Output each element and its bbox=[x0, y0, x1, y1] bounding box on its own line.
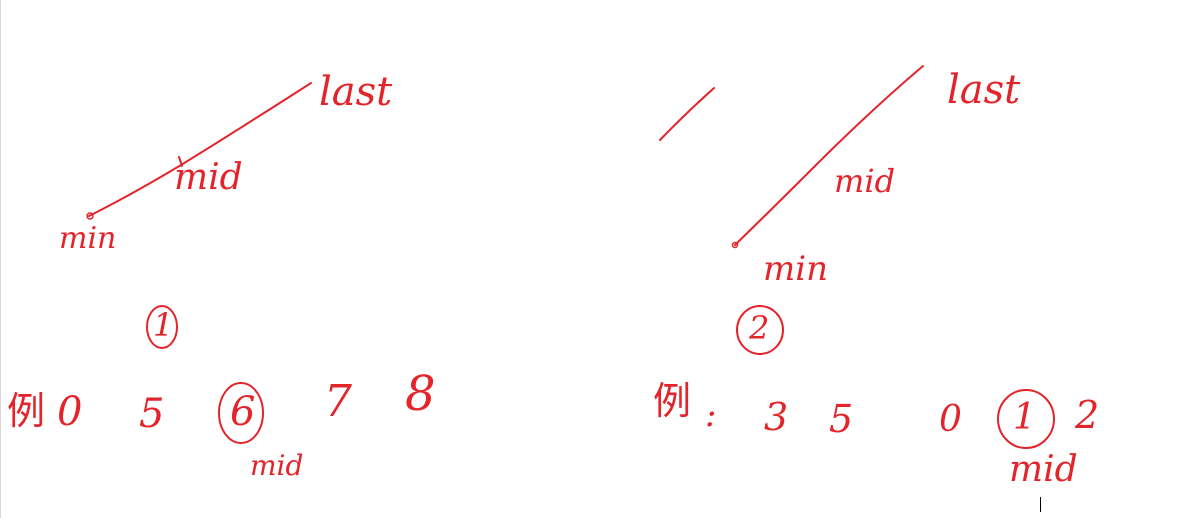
right-example-value-2: 5 bbox=[829, 397, 854, 441]
left-case-number: 1 bbox=[153, 306, 174, 344]
left-example-mid-label: mid bbox=[250, 449, 304, 482]
right-label-min: min bbox=[763, 249, 829, 289]
right-example-mid-label: mid bbox=[1009, 449, 1078, 490]
left-min-point bbox=[86, 212, 94, 220]
left-example-value-5: 8 bbox=[405, 366, 436, 422]
right-example-value-4: 1 bbox=[1013, 397, 1036, 438]
left-mid-tick bbox=[178, 156, 183, 167]
left-example-value-3: 6 bbox=[230, 389, 256, 435]
left-case-circle bbox=[146, 305, 178, 349]
left-label-mid: mid bbox=[174, 157, 243, 198]
left-example-value-4: 7 bbox=[324, 376, 352, 427]
right-label-last: last bbox=[947, 67, 1021, 113]
right-value-circle bbox=[997, 389, 1055, 449]
right-example-prefix: 例 bbox=[653, 379, 692, 423]
right-stray-stroke bbox=[659, 87, 715, 141]
right-example-value-3: 0 bbox=[939, 399, 962, 440]
right-case-circle bbox=[736, 305, 784, 355]
right-min-point bbox=[731, 241, 739, 249]
left-example-value-2: 5 bbox=[139, 391, 165, 437]
right-example-value-1: 3 bbox=[764, 395, 789, 439]
right-example-value-5: 2 bbox=[1075, 393, 1100, 437]
left-example-value-1: 0 bbox=[57, 389, 83, 435]
left-value-circle bbox=[218, 382, 264, 444]
text-cursor bbox=[1040, 497, 1041, 512]
right-trend-line bbox=[734, 65, 924, 246]
left-label-min: min bbox=[59, 221, 117, 256]
left-label-last: last bbox=[319, 69, 393, 115]
right-case-number: 2 bbox=[749, 309, 770, 347]
right-label-mid: mid bbox=[834, 162, 896, 200]
right-example-separator: : bbox=[705, 395, 717, 435]
left-example-prefix: 例 bbox=[7, 389, 46, 433]
